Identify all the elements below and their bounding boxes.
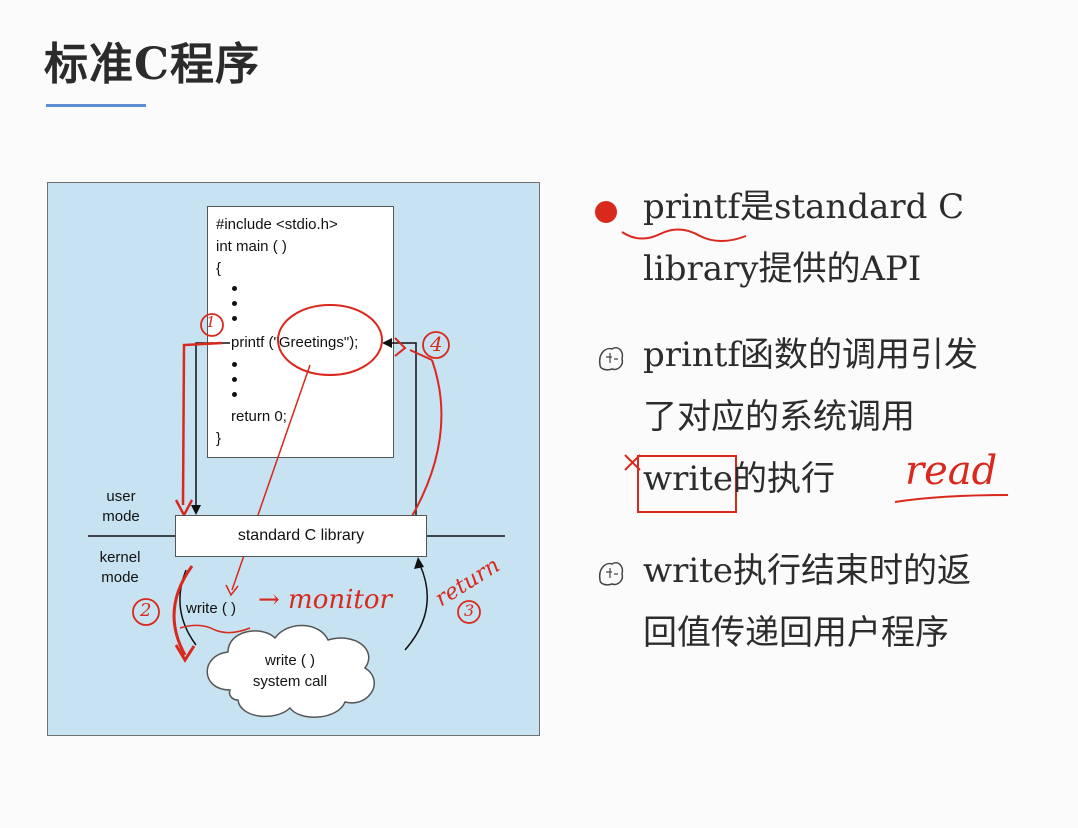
bullet-1: printf是standard C library提供的API xyxy=(643,187,965,289)
ellipsis-dot xyxy=(232,392,237,397)
bullet-2: printf函数的调用引发 了对应的系统调用 write的执行 xyxy=(643,335,979,499)
user-mode-label: user mode xyxy=(102,488,140,525)
call-arrow-head xyxy=(191,505,201,515)
return-arrow-head xyxy=(382,338,392,348)
red-return-tail xyxy=(409,349,433,361)
step2-label: 2 xyxy=(140,600,152,621)
ellipsis-dot xyxy=(232,301,237,306)
brain-icon xyxy=(598,347,624,371)
code-line-printf: printf ("Greetings"); xyxy=(231,334,359,351)
red-kernel-head xyxy=(174,644,196,663)
kernel-mode-label: kernel mode xyxy=(99,549,141,586)
monitor-annotation: → monitor xyxy=(258,585,392,615)
return-arrow-line xyxy=(390,342,417,515)
step1-circle xyxy=(200,313,224,337)
code-box xyxy=(207,206,394,458)
step3-label: 3 xyxy=(464,601,475,620)
red-write-head xyxy=(225,584,239,597)
write-underline xyxy=(179,624,251,634)
brain-icon xyxy=(598,562,624,586)
kernel-return-curve xyxy=(404,564,428,651)
step4-circle xyxy=(422,331,450,359)
ellipsis-dot xyxy=(232,316,237,321)
standard-c-library-box: standard C library xyxy=(175,515,427,557)
write-call-label: write ( ) xyxy=(186,600,236,617)
ellipsis-dot xyxy=(232,362,237,367)
system-call-cloud xyxy=(206,624,376,718)
write-star xyxy=(624,454,641,471)
code-line-include: #include <stdio.h> xyxy=(216,216,338,233)
red-return-curve xyxy=(404,359,443,529)
ellipsis-dot xyxy=(232,377,237,382)
ellipsis-dot xyxy=(232,286,237,291)
step1-label: 1 xyxy=(206,313,216,331)
printf-circle xyxy=(277,304,383,376)
kernel-return-head xyxy=(414,557,424,569)
printf-underline xyxy=(621,228,747,242)
write-box xyxy=(637,455,737,513)
title-underline xyxy=(46,104,146,107)
red-call-path xyxy=(181,341,223,506)
code-line-return: return 0; xyxy=(231,408,287,425)
red-dot-icon xyxy=(595,201,617,223)
red-return-head xyxy=(394,337,407,357)
bullet-3: write执行结束时的返 回值传递回用户程序 xyxy=(643,551,972,653)
red-kernel-arrow xyxy=(172,565,194,656)
call-arrow-line xyxy=(195,342,230,507)
system-call-text: write ( ) system call xyxy=(252,652,328,690)
code-line-open-brace: { xyxy=(216,260,222,277)
read-underline xyxy=(894,494,1009,503)
read-annotation: read xyxy=(905,448,998,494)
code-line-close-brace: } xyxy=(216,430,222,447)
step4-label: 4 xyxy=(430,332,443,356)
page-title: 标准C程序 xyxy=(44,39,261,90)
code-line-main: int main ( ) xyxy=(216,238,287,255)
step2-circle xyxy=(132,598,160,626)
step3-circle xyxy=(457,600,481,624)
